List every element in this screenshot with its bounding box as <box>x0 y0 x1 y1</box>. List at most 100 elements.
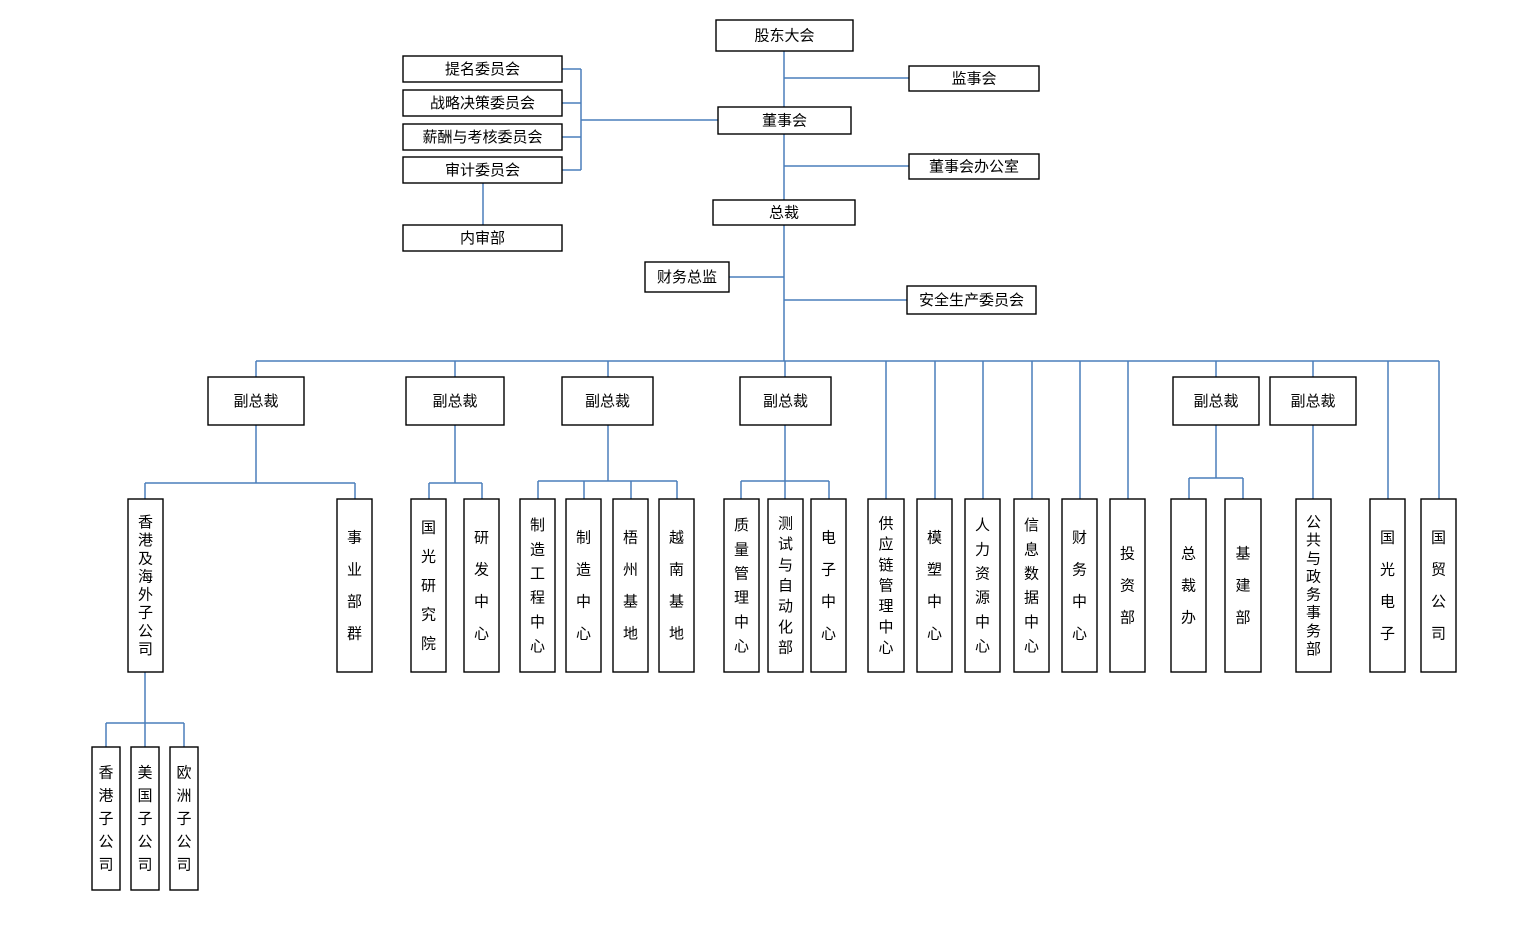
org-node-label: 基建部 <box>1235 546 1250 627</box>
org-node-zongcaiban: 总裁办 <box>1170 498 1207 673</box>
org-node-box <box>1013 498 1050 673</box>
org-node-guoguang-dz: 国光电子 <box>1369 498 1406 673</box>
org-node-zhiliang: 质量管理中心 <box>723 498 760 673</box>
org-node-box <box>908 65 1040 92</box>
org-node-label: 事业部群 <box>347 530 362 643</box>
org-node-box <box>169 746 199 891</box>
org-node-gonggong: 公共与政务事务部 <box>1295 498 1332 673</box>
org-node-shiyebu: 事业部群 <box>336 498 373 673</box>
org-node-vp6: 副总裁 <box>1269 376 1357 426</box>
org-node-label: 制造中心 <box>576 530 591 643</box>
org-node-label: 总裁 <box>769 205 799 222</box>
org-node-caiwu-zj: 财务总监 <box>644 261 730 293</box>
org-node-meiguo: 美国子公司 <box>130 746 160 891</box>
org-node-label: 公共与政务事务部 <box>1306 514 1321 658</box>
org-node-box <box>658 498 695 673</box>
org-node-touzi: 投资部 <box>1109 498 1146 673</box>
org-node-box <box>712 199 856 226</box>
org-node-renli: 人力资源中心 <box>964 498 1001 673</box>
org-node-box <box>644 261 730 293</box>
org-node-box <box>519 498 556 673</box>
org-node-label: 模塑中心 <box>927 530 942 643</box>
connector-lines <box>105 51 1440 747</box>
org-node-box <box>1061 498 1098 673</box>
org-node-jijian: 基建部 <box>1224 498 1262 673</box>
org-node-box <box>1172 376 1260 426</box>
org-node-label: 测试与自动化部 <box>778 515 793 656</box>
org-node-box <box>207 376 305 426</box>
org-node-label: 电子中心 <box>821 530 836 643</box>
org-node-label: 提名委员会 <box>445 61 520 78</box>
org-node-box <box>127 498 164 673</box>
org-node-label: 监事会 <box>951 71 996 88</box>
org-node-box <box>130 746 160 891</box>
org-node-box <box>1224 498 1262 673</box>
org-node-zhizao-zx: 制造中心 <box>565 498 602 673</box>
org-node-label: 香港子公司 <box>98 765 113 874</box>
org-node-label: 制造工程中心 <box>530 517 545 655</box>
org-node-box <box>916 498 953 673</box>
org-node-box <box>1295 498 1332 673</box>
org-node-ouzhou: 欧洲子公司 <box>169 746 199 891</box>
org-node-label: 总裁办 <box>1181 546 1196 627</box>
org-node-label: 副总裁 <box>763 393 808 410</box>
org-node-yanfa: 研发中心 <box>463 498 500 673</box>
org-node-label: 内审部 <box>460 230 505 247</box>
org-node-box <box>1269 376 1357 426</box>
org-node-vp3: 副总裁 <box>561 376 654 426</box>
org-node-vp1: 副总裁 <box>207 376 305 426</box>
org-node-box <box>1420 498 1457 673</box>
org-node-box <box>723 498 760 673</box>
org-node-mosu: 模塑中心 <box>916 498 953 673</box>
org-node-box <box>402 224 563 252</box>
org-node-label: 股东大会 <box>754 28 814 45</box>
org-node-label: 越南基地 <box>669 530 684 643</box>
org-node-xianggang-hw: 香港及海外子公司 <box>127 498 164 673</box>
org-nodes: 股东大会监事会董事会董事会办公室提名委员会战略决策委员会薪酬与考核委员会审计委员… <box>91 19 1457 891</box>
org-node-label: 副总裁 <box>1290 393 1335 410</box>
org-node-neishen: 内审部 <box>402 224 563 252</box>
org-node-xianggang-zgs: 香港子公司 <box>91 746 121 891</box>
org-node-label: 副总裁 <box>432 393 477 410</box>
org-node-zhizao-gc: 制造工程中心 <box>519 498 556 673</box>
org-node-label: 国光研究院 <box>421 520 436 653</box>
org-node-dianzi-zx: 电子中心 <box>810 498 847 673</box>
org-node-caiwu-zx: 财务中心 <box>1061 498 1098 673</box>
org-node-label: 薪酬与考核委员会 <box>422 129 542 146</box>
org-node-box <box>1109 498 1146 673</box>
org-node-box <box>402 123 563 151</box>
org-node-wuzhou: 梧州基地 <box>612 498 649 673</box>
org-node-label: 战略决策委员会 <box>430 95 535 112</box>
org-node-box <box>405 376 505 426</box>
org-node-guoguang-yj: 国光研究院 <box>410 498 447 673</box>
org-node-box <box>717 106 852 135</box>
org-node-box <box>715 19 854 52</box>
org-node-vp5: 副总裁 <box>1172 376 1260 426</box>
org-node-label: 质量管理中心 <box>734 517 749 655</box>
org-node-box <box>906 285 1037 315</box>
org-node-dongshi: 董事会 <box>717 106 852 135</box>
org-node-dongban: 董事会办公室 <box>908 153 1040 180</box>
org-node-zongcai: 总裁 <box>712 199 856 226</box>
org-node-box <box>402 156 563 184</box>
org-node-label: 安全生产委员会 <box>919 291 1024 309</box>
org-node-label: 香港及海外子公司 <box>138 514 153 658</box>
org-node-label: 国贸公司 <box>1431 530 1446 643</box>
org-node-yuenan: 越南基地 <box>658 498 695 673</box>
org-node-label: 供应链管理中心 <box>878 515 893 656</box>
org-node-label: 梧州基地 <box>623 530 638 643</box>
org-node-box <box>463 498 500 673</box>
org-node-label: 欧洲子公司 <box>176 765 191 874</box>
org-node-box <box>612 498 649 673</box>
org-node-label: 研发中心 <box>474 530 489 643</box>
org-node-label: 副总裁 <box>585 393 630 410</box>
org-node-vp4: 副总裁 <box>739 376 832 426</box>
org-node-xinchou: 薪酬与考核委员会 <box>402 123 563 151</box>
org-node-box <box>402 55 563 83</box>
org-node-jianshi: 监事会 <box>908 65 1040 92</box>
org-node-gongying: 供应链管理中心 <box>867 498 905 673</box>
org-node-gudong: 股东大会 <box>715 19 854 52</box>
org-node-box <box>1369 498 1406 673</box>
org-node-anquan: 安全生产委员会 <box>906 285 1037 315</box>
